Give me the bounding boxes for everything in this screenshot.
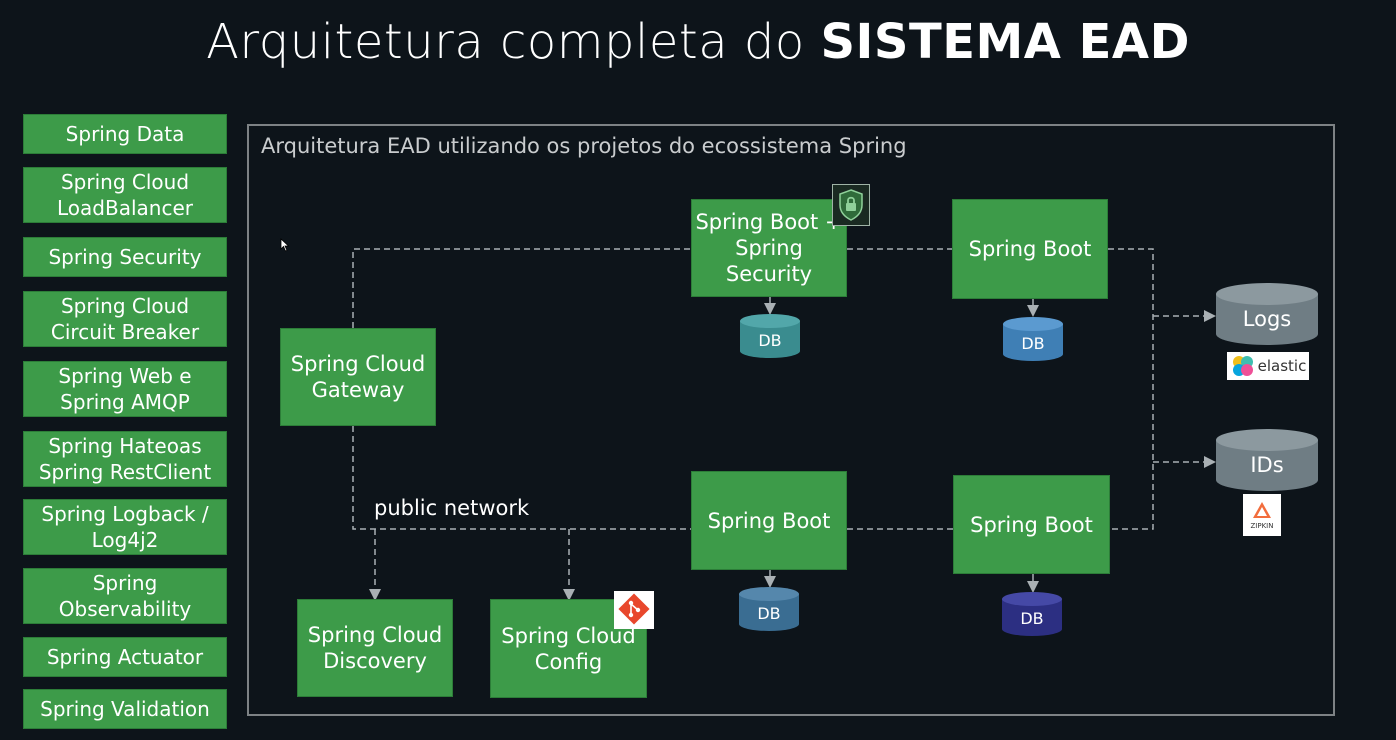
sidebar-item-label: Spring Data [65, 122, 185, 146]
db-label: DB [757, 604, 781, 623]
sidebar-item-spring-web-amqp: Spring Web e Spring AMQP [24, 362, 226, 416]
sidebar-item-spring-observability: Spring Observability [24, 569, 226, 623]
gateway-label: Spring Cloud Gateway [290, 352, 426, 402]
gateway-to-bottom-line [352, 426, 692, 530]
ids-label: IDs [1250, 453, 1284, 477]
title-bold: SISTEMA EAD [820, 14, 1190, 70]
sidebar-item-label: Spring Cloud LoadBalancer [57, 170, 193, 220]
sidebar-item-label: Spring Security [48, 245, 202, 269]
zipkin-label: ZIPKIN [1250, 521, 1274, 530]
auth-db: DB [739, 313, 801, 359]
elastic-logo: elastic [1227, 352, 1309, 380]
title-regular: Arquitetura completa do [206, 14, 821, 70]
service-bottom-mid-node: Spring Boot [692, 472, 846, 569]
sidebar-item-label: Spring Web e Spring AMQP [58, 364, 192, 414]
git-icon [614, 591, 654, 629]
db-label: DB [758, 331, 782, 350]
sidebar-item-spring-validation: Spring Validation [24, 690, 226, 728]
db-label: DB [1020, 609, 1044, 628]
gateway-node: Spring Cloud Gateway [281, 329, 435, 425]
zipkin-logo: ZIPKIN [1243, 494, 1281, 536]
service-top-right-node: Spring Boot [953, 200, 1107, 298]
bottom-mid-db: DB [738, 586, 800, 632]
diagram-frame-title: Arquitetura EAD utilizando os projetos d… [261, 134, 907, 158]
sidebar-item-label: Spring Cloud Circuit Breaker [50, 294, 200, 344]
service-label: Spring Boot [970, 512, 1093, 537]
config-label: Spring Cloud Config [501, 623, 636, 674]
sidebar-item-label: Spring Observability [58, 571, 192, 621]
diagram-frame [247, 124, 1335, 716]
discovery-label: Spring Cloud Discovery [307, 623, 443, 673]
network-label: public network [374, 496, 530, 520]
ids-store: IDs [1215, 428, 1319, 492]
elastic-label: elastic [1257, 357, 1307, 375]
sidebar-item-label: Spring Logback / Log4j2 [41, 502, 209, 552]
discovery-node: Spring Cloud Discovery [298, 600, 452, 696]
mouse-cursor-icon [280, 238, 290, 252]
elastic-icon [1232, 356, 1253, 376]
zipkin-icon [1253, 501, 1271, 518]
sidebar-item-spring-hateoas-restclient: Spring Hateoas Spring RestClient [24, 432, 226, 486]
sidebar-item-spring-logback: Spring Logback / Log4j2 [24, 500, 226, 554]
bottom-right-db: DB [1001, 591, 1063, 637]
sidebar-item-spring-data: Spring Data [24, 115, 226, 153]
sidebar-item-spring-security: Spring Security [24, 238, 226, 276]
auth-service-node: Spring Boot + Spring Security [692, 200, 846, 296]
logs-label: Logs [1242, 307, 1292, 331]
service-label: Spring Boot [707, 508, 831, 533]
sidebar-item-label: Spring Actuator [46, 645, 204, 669]
logs-store: Logs [1215, 282, 1319, 346]
db-label: DB [1021, 334, 1045, 353]
right-bus-line [1108, 248, 1154, 530]
service-bottom-right-node: Spring Boot [954, 476, 1109, 573]
sidebar-item-label: Spring Hateoas Spring RestClient [38, 434, 212, 484]
service-label: Spring Boot [968, 237, 1092, 261]
sidebar-item-spring-cloud-loadbalancer: Spring Cloud LoadBalancer [24, 168, 226, 222]
auth-service-label: Spring Boot + Spring Security [695, 210, 843, 286]
security-shield-icon [832, 184, 870, 226]
sidebar-item-spring-actuator: Spring Actuator [24, 638, 226, 676]
top-right-db: DB [1002, 316, 1064, 362]
page-title: Arquitetura completa do SISTEMA EAD [0, 14, 1396, 70]
sidebar-item-label: Spring Validation [40, 697, 210, 721]
sidebar-item-spring-cloud-circuit-breaker: Spring Cloud Circuit Breaker [24, 292, 226, 346]
gateway-to-auth-line [352, 248, 692, 328]
